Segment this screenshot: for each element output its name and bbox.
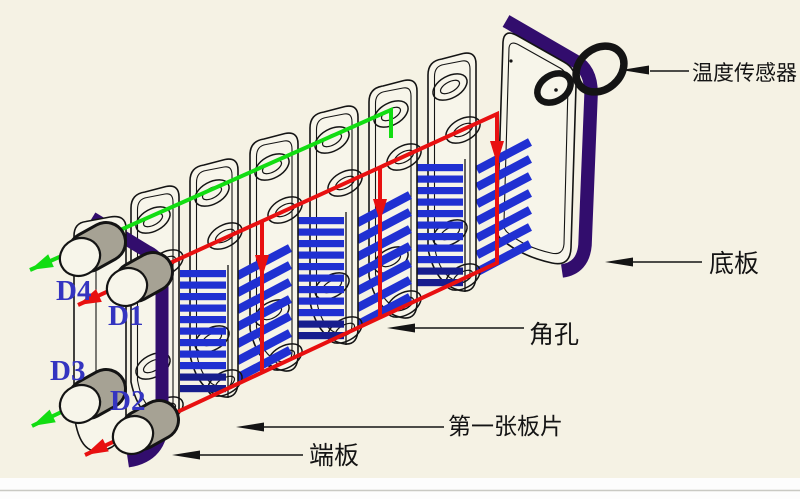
sensor-port-ring (534, 70, 574, 106)
port-label-d3: D3 (50, 355, 85, 387)
callout-temperature-sensor: 温度传感器 (621, 61, 797, 85)
gasket-channel-bars-5 (414, 158, 466, 293)
label-temperature-sensor: 温度传感器 (692, 61, 797, 85)
port-label-d4: D4 (56, 275, 91, 307)
base-plate (496, 15, 628, 278)
port-label-d1: D1 (108, 300, 143, 332)
callout-end-plate: 端板 (172, 442, 359, 470)
label-end-plate: 端板 (309, 442, 359, 470)
red-flow-path (75, 110, 504, 462)
label-corner-hole: 角孔 (529, 321, 579, 349)
bottom-edge-strip (0, 478, 800, 499)
callout-first-plate: 第一张板片 (236, 414, 563, 439)
label-bottom-plate: 底板 (709, 250, 759, 278)
center-mark-dot (509, 59, 513, 63)
gasket-channel-bars-3 (295, 211, 347, 346)
label-first-plate: 第一张板片 (448, 414, 563, 439)
callout-bottom-plate: 底板 (605, 250, 759, 278)
port-label-d2: D2 (110, 385, 145, 417)
gasket-channel-bars-1 (177, 264, 229, 399)
temperature-sensor-icon (572, 42, 628, 96)
callout-corner-hole: 角孔 (387, 321, 579, 349)
